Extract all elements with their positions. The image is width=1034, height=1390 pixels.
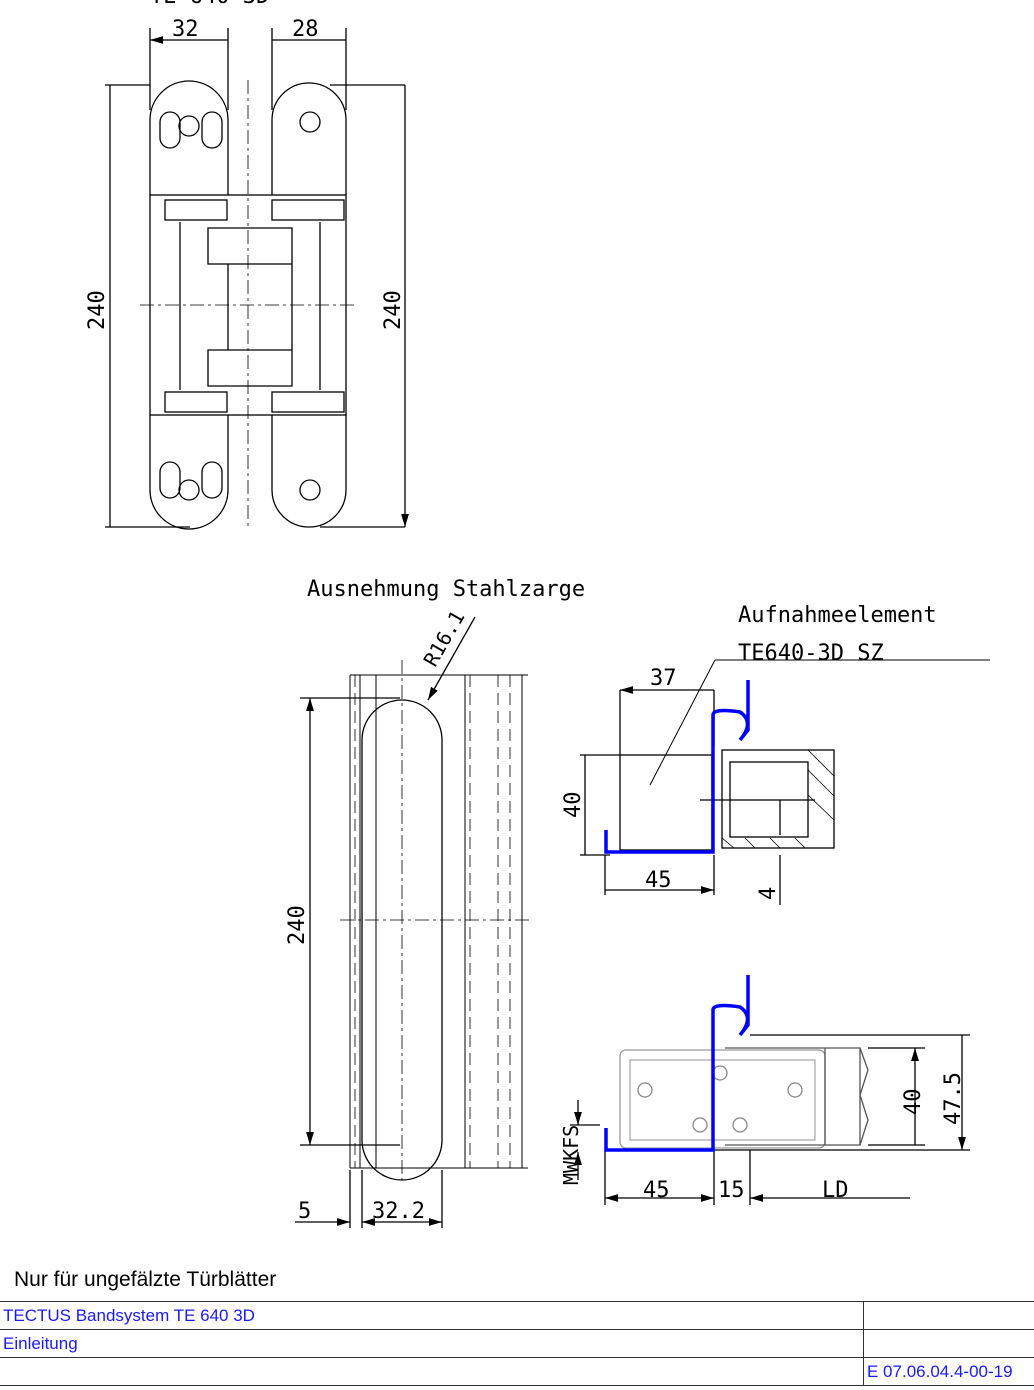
installation-section-view	[570, 1034, 970, 1205]
recess-title: Ausnehmung Stahlzarge	[307, 577, 585, 602]
title-block-row: E 07.06.04.4-00-19	[0, 1357, 1034, 1386]
title-block: TECTUS Bandsystem TE 640 3D Einleitung E…	[0, 1301, 1034, 1386]
title-cell-left	[0, 1357, 864, 1386]
dim-height-right: 240	[381, 290, 406, 330]
hinge-front-view	[105, 28, 405, 530]
label-model: TE640-3D SZ	[738, 641, 884, 666]
dim-frame-width: 45	[645, 868, 672, 893]
recess-view	[295, 616, 532, 1228]
dim-frame-height: 40	[561, 792, 586, 819]
dim-ld: LD	[822, 1178, 849, 1203]
dim-depth: 37	[650, 666, 677, 691]
hinge-model-title: TE 640 3D	[150, 0, 269, 9]
usage-note: Nur für ungefälzte Türblätter	[14, 1268, 277, 1291]
dim-recess-height: 240	[285, 905, 310, 945]
dim-recess-width: 32.2	[372, 1199, 425, 1224]
dim-mwkfs: MWKFS	[559, 1125, 583, 1185]
section-name: Einleitung	[0, 1329, 864, 1358]
dim-width-left: 32	[172, 17, 199, 42]
dim-total: 47.5	[941, 1072, 966, 1125]
dim-radius: R16.1	[419, 606, 470, 670]
label-element: Aufnahmeelement	[738, 603, 937, 628]
dim-install-width: 45	[643, 1178, 670, 1203]
dim-offset: 5	[298, 1199, 311, 1224]
dim-leaf: 40	[901, 1089, 926, 1116]
product-name: TECTUS Bandsystem TE 640 3D	[0, 1301, 864, 1330]
technical-drawing: TE 640 3D 32 28 240 240 Ausnehmung Stahl…	[85, 0, 990, 1228]
document-number: E 07.06.04.4-00-19	[863, 1357, 1034, 1386]
title-block-row: TECTUS Bandsystem TE 640 3D	[0, 1301, 1034, 1330]
dim-gap: 15	[718, 1178, 745, 1203]
title-cell-right	[863, 1301, 1034, 1330]
dim-height-left: 240	[85, 290, 110, 330]
dim-width-right: 28	[292, 17, 319, 42]
title-block-row: Einleitung	[0, 1329, 1034, 1358]
title-cell-right	[863, 1329, 1034, 1358]
steel-frame-profile	[604, 680, 750, 1152]
frame-section-view	[580, 659, 990, 905]
dim-frame-offset: 4	[756, 887, 781, 900]
